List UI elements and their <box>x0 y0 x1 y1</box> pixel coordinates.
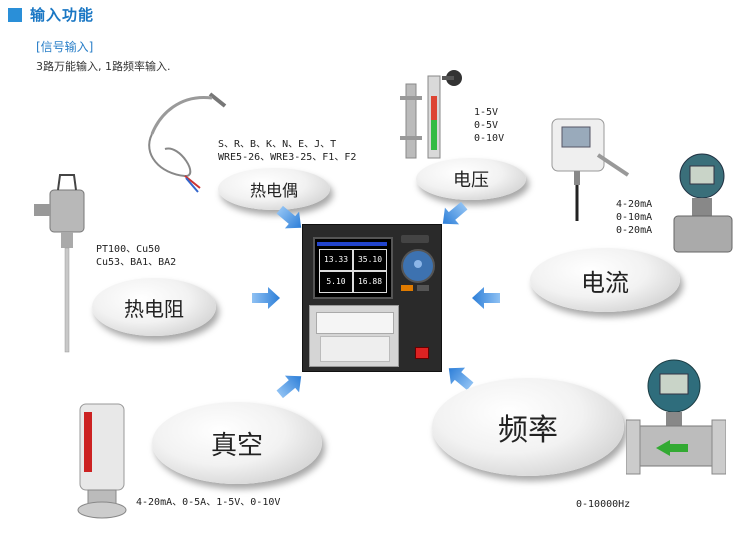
vacuum-gauge-image <box>77 403 127 519</box>
readout-3: 5.10 <box>319 271 353 293</box>
level-gauge-image <box>400 70 462 159</box>
recorder-screen: 13.33 35.10 5.10 16.88 <box>313 237 393 299</box>
voltage-bubble: 电压 <box>416 158 526 200</box>
signal-description: 3路万能输入, 1路频率输入. <box>36 60 171 73</box>
vacuum-specs: 4-20mA、0-5A、1-5V、0-10V <box>136 497 281 508</box>
page-title: 输入功能 <box>30 6 95 24</box>
vacuum-bubble: 真空 <box>152 402 322 484</box>
arrow-current <box>472 287 500 309</box>
flow-meter-image <box>626 359 726 475</box>
readout-1: 13.33 <box>319 249 353 271</box>
signal-subtitle: [信号输入] <box>36 40 94 54</box>
paperless-recorder-device: 13.33 35.10 5.10 16.88 <box>302 224 442 372</box>
rtd-bubble: 热电阻 <box>92 278 216 336</box>
navigation-pad <box>401 249 435 283</box>
printer-module <box>309 305 399 367</box>
power-switch <box>415 347 429 359</box>
readout-4: 16.88 <box>353 271 387 293</box>
rtd-probe-image <box>34 174 85 353</box>
usb-slot <box>401 235 429 243</box>
frequency-bubble: 频率 <box>432 378 624 476</box>
arrow-vacuum <box>276 375 302 399</box>
arrow-rtd <box>252 287 280 309</box>
thermocouple-bubble: 热电偶 <box>218 168 330 210</box>
button-orange <box>401 285 413 291</box>
button-grey <box>417 285 429 291</box>
frequency-specs: 0-10000Hz <box>576 499 631 510</box>
readout-2: 35.10 <box>353 249 387 271</box>
thermocouple-image <box>148 92 227 193</box>
current-bubble: 电流 <box>530 248 680 312</box>
pressure-transmitter-image <box>673 153 733 253</box>
header-square-icon <box>8 8 22 22</box>
humidity-transmitter-image <box>551 118 630 221</box>
